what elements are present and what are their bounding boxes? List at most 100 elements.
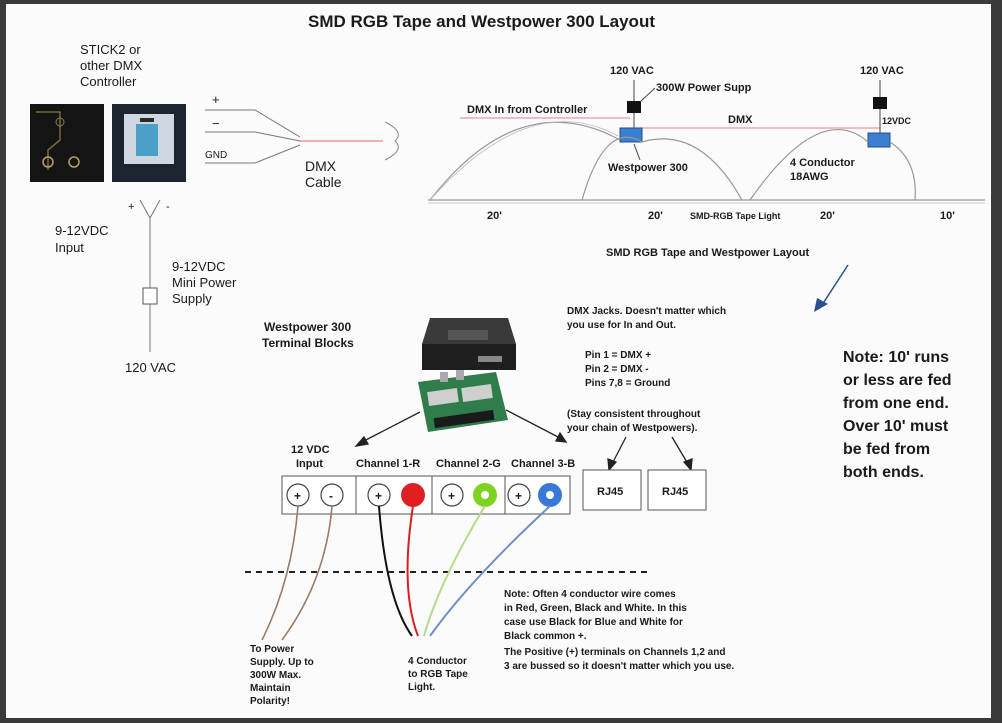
screw-ch1-color <box>401 483 425 507</box>
wire-gnd-label: GND <box>205 150 227 161</box>
input-minus: - <box>166 201 170 213</box>
westpower-box-2 <box>867 132 891 148</box>
ch2-label: Channel 2-G <box>436 458 501 470</box>
len-1: 20' <box>487 210 502 222</box>
layout-caption: SMD RGB Tape and Westpower Layout <box>606 247 809 259</box>
mini-supply-label-1: 9-12VDC <box>172 259 225 274</box>
four-conductor-2: to RGB Tape <box>408 669 468 680</box>
power-supp-box-right <box>873 97 887 109</box>
note-bottom-3: case use Black for Blue and White for <box>504 617 683 628</box>
mini-supply-box <box>142 287 158 305</box>
stay-line-2: your chain of Westpowers). <box>567 423 698 434</box>
power-wires <box>261 505 333 641</box>
caption-arrow-head <box>814 298 828 312</box>
input-plus: + <box>128 201 134 213</box>
to-power-5: Polarity! <box>250 696 290 707</box>
controller-label-2: other DMX <box>80 58 142 73</box>
note-right-6: both ends. <box>843 464 924 481</box>
to-power-2: Supply. Up to <box>250 657 314 668</box>
westpower-label: Westpower 300 <box>608 162 688 174</box>
to-power-4: Maintain <box>250 683 291 694</box>
note-bottom-1: Note: Often 4 conductor wire comes <box>504 589 676 600</box>
note-bottom-2: in Red, Green, Black and White. In this <box>504 603 687 614</box>
pin-2: Pin 2 = DMX - <box>585 364 649 375</box>
four-conductor-3: Light. <box>408 682 435 693</box>
rj45-label-1: RJ45 <box>597 486 623 498</box>
tape-label: SMD-RGB Tape Light <box>690 211 780 221</box>
board-arrows <box>354 409 568 447</box>
tape-wires <box>378 505 551 637</box>
note-bottom-5: The Positive (+) terminals on Channels 1… <box>504 647 725 658</box>
power-supp-box-left <box>627 101 641 113</box>
dmx-cable-label-2: Cable <box>305 174 342 190</box>
dmx-jacks-line-1: DMX Jacks. Doesn't matter which <box>567 306 726 317</box>
len-4: 10' <box>940 210 955 222</box>
tape-arcs <box>429 121 916 201</box>
term-input-label-1: 12 VDC <box>291 444 330 456</box>
term-input-label-2: Input <box>296 458 323 470</box>
dmx-in-label: DMX In from Controller <box>467 104 588 116</box>
vdc12-label: 12VDC <box>882 116 912 126</box>
screw-label-4: + <box>448 489 455 503</box>
controller-label-3: Controller <box>80 74 137 89</box>
rj45-arrows <box>607 436 693 472</box>
note-right-1: Note: 10' runs <box>843 349 949 366</box>
len-2: 20' <box>648 210 663 222</box>
screw-label-1: + <box>294 489 301 503</box>
cable-break-mark <box>384 121 399 161</box>
controller-panel-left <box>30 104 104 182</box>
ch1-label: Channel 1-R <box>356 458 420 470</box>
terminal-title-1: Westpower 300 <box>264 320 351 334</box>
power-input-fork <box>139 199 161 352</box>
terminal-screws <box>286 483 562 507</box>
westpower-box-1 <box>619 127 643 143</box>
screw-label-3: + <box>375 489 382 503</box>
rj45-box-2 <box>647 469 707 511</box>
wire-plus-label: + <box>212 92 220 107</box>
note-right-3: from one end. <box>843 395 949 412</box>
note-right-2: or less are fed <box>843 372 952 389</box>
to-power-1: To Power <box>250 644 294 655</box>
westpower-device-image <box>422 318 516 370</box>
controller-panel-right <box>112 104 186 182</box>
conductor-label-1: 4 Conductor <box>790 157 855 169</box>
screw-ch2-plus <box>440 483 464 507</box>
four-conductor-1: 4 Conductor <box>408 656 467 667</box>
caption-arrow-line <box>821 264 849 306</box>
vac-right: 120 VAC <box>860 65 904 77</box>
right-shadow-strip <box>991 4 1002 723</box>
diagram-title: SMD RGB Tape and Westpower 300 Layout <box>308 12 655 31</box>
wire-minus-label: − <box>212 116 220 131</box>
pin-3: Pins 7,8 = Ground <box>585 378 670 389</box>
vac-left: 120 VAC <box>610 65 654 77</box>
dmx-run-label: DMX <box>728 114 753 126</box>
pin-1: Pin 1 = DMX + <box>585 350 651 361</box>
stay-line-1: (Stay consistent throughout <box>567 409 701 420</box>
note-right: Note: 10' runs or less are fed from one … <box>843 349 952 481</box>
controller-wires <box>205 109 301 164</box>
note-bottom-6: 3 are bussed so it doesn't matter which … <box>504 661 734 672</box>
rj45-label-2: RJ45 <box>662 486 688 498</box>
note-right-5: be fed from <box>843 441 930 458</box>
screw-ch3-plus <box>507 483 531 507</box>
dmx-cable-label-1: DMX <box>305 158 337 174</box>
power-supp-label: 300W Power Supp <box>656 82 752 94</box>
dmx-jacks-line-2: you use for In and Out. <box>567 320 676 331</box>
mini-supply-label-2: Mini Power <box>172 275 237 290</box>
input-label-1: 9-12VDC <box>55 223 108 238</box>
controller-label-1: STICK2 or <box>80 42 141 57</box>
supply-120vac: 120 VAC <box>125 360 176 375</box>
note-right-4: Over 10' must <box>843 418 949 435</box>
input-label-2: Input <box>55 240 84 255</box>
rj45-box-1 <box>582 469 642 511</box>
power-supp-pointer <box>639 87 656 103</box>
screw-label-2: - <box>329 489 333 503</box>
westpower-pointer <box>633 143 641 161</box>
ch3-label: Channel 3-B <box>511 458 575 470</box>
len-3: 20' <box>820 210 835 222</box>
circuit-board-image <box>418 370 508 432</box>
to-power-3: 300W Max. <box>250 670 301 681</box>
note-bottom-4: Black common +. <box>504 631 587 642</box>
mini-supply-label-3: Supply <box>172 291 212 306</box>
